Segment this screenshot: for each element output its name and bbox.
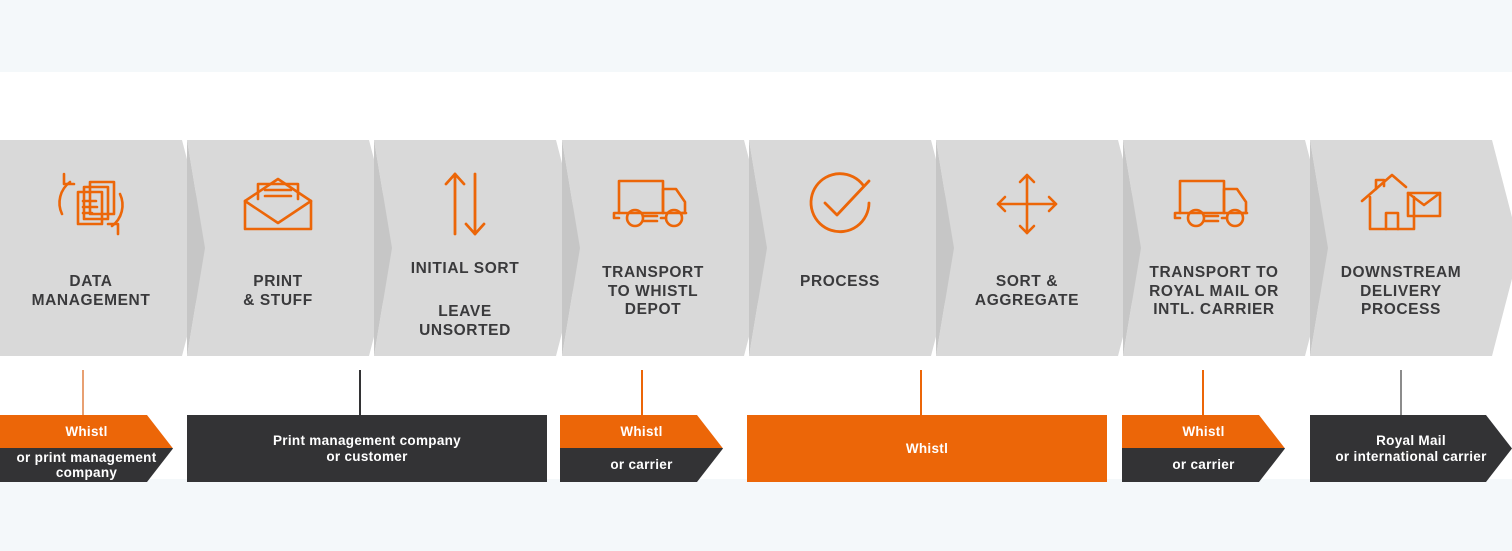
step-shape <box>562 140 772 356</box>
banner-party: Whistl <box>747 415 1107 482</box>
step-shape <box>0 140 210 356</box>
banner-primary-text: Whistl <box>1182 423 1225 439</box>
step-label: DATA MANAGEMENT <box>31 273 151 309</box>
banner-alternate-party: or carrier <box>560 448 723 482</box>
process-step-7[interactable]: TRANSPORT TO ROYAL MAIL OR INTL. CARRIER <box>1123 140 1333 356</box>
process-step-3[interactable]: INITIAL SORT LEAVE UNSORTED <box>374 140 584 356</box>
responsibility-banner-6[interactable]: Royal Mail or international carrier <box>1310 415 1512 482</box>
step-label: PROCESS <box>800 273 880 290</box>
banner-primary-party: Whistl <box>1122 415 1285 448</box>
process-step-4[interactable]: TRANSPORT TO WHISTL DEPOT <box>562 140 772 356</box>
step-label: TRANSPORT TO WHISTL DEPOT <box>602 264 704 318</box>
responsibility-banner-5[interactable]: Whistl or carrier <box>1122 415 1285 482</box>
banner-primary-text: Whistl <box>65 423 108 439</box>
process-step-5[interactable]: PROCESS <box>749 140 959 356</box>
banner-alternate-text: or carrier <box>1172 457 1235 473</box>
responsibility-banners-row: Whistl or print management company Print m… <box>0 415 1512 482</box>
responsibility-banner-3[interactable]: Whistl or carrier <box>560 415 723 482</box>
step-shape <box>374 140 584 356</box>
process-steps-row: DATA MANAGEMENT PRINT & STUFF INITIAL SO… <box>0 140 1512 356</box>
connector-tick-2 <box>359 370 361 415</box>
banner-alternate-text: or carrier <box>610 457 673 473</box>
step-shape <box>1310 140 1512 356</box>
process-step-6[interactable]: SORT & AGGREGATE <box>936 140 1146 356</box>
connector-tick-6 <box>1400 370 1402 415</box>
four-way-arrows-icon <box>936 166 1118 242</box>
banner-primary-party: Whistl <box>560 415 723 448</box>
delivery-truck-icon <box>562 166 744 242</box>
banner-party-text: Whistl <box>905 440 949 456</box>
step-label: PRINT & STUFF <box>243 273 313 309</box>
banner-party: Royal Mail or international carrier <box>1310 415 1512 482</box>
banner-alternate-text: or print management company <box>16 449 157 481</box>
process-step-2[interactable]: PRINT & STUFF <box>187 140 397 356</box>
responsibility-banner-2[interactable]: Print management company or customer <box>187 415 547 482</box>
step-label: INITIAL SORT <box>410 260 520 277</box>
connector-tick-1 <box>82 370 84 415</box>
banner-party: Print management company or customer <box>187 415 547 482</box>
step-label: DOWNSTREAM DELIVERY PROCESS <box>1340 264 1462 318</box>
connector-tick-5 <box>1202 370 1204 415</box>
banner-alternate-party: or print management company <box>0 448 173 482</box>
connector-tick-4 <box>920 370 922 415</box>
up-down-arrows-icon <box>374 166 556 242</box>
process-step-8[interactable]: DOWNSTREAM DELIVERY PROCESS <box>1310 140 1512 356</box>
banner-alternate-party: or carrier <box>1122 448 1285 482</box>
responsibility-banner-1[interactable]: Whistl or print management company <box>0 415 173 482</box>
banner-primary-text: Whistl <box>620 423 663 439</box>
responsibility-banner-4[interactable]: Whistl <box>747 415 1107 482</box>
banner-party-text: Print management company or customer <box>273 433 461 464</box>
check-circle-icon <box>749 166 931 242</box>
bottom-background-band <box>0 479 1512 551</box>
house-mail-icon <box>1310 166 1492 242</box>
step-label: SORT & AGGREGATE <box>974 273 1080 309</box>
step-label: TRANSPORT TO ROYAL MAIL OR INTL. CARRIER <box>1149 264 1279 318</box>
top-background-band <box>0 0 1512 72</box>
delivery-truck-icon <box>1123 166 1305 242</box>
connector-tick-3 <box>641 370 643 415</box>
process-step-1[interactable]: DATA MANAGEMENT <box>0 140 210 356</box>
banner-party-text: Royal Mail or international carrier <box>1335 433 1487 464</box>
banner-primary-party: Whistl <box>0 415 173 448</box>
step-sublabel: LEAVE UNSORTED <box>419 303 511 339</box>
step-shape <box>1123 140 1333 356</box>
step-shape <box>187 140 397 356</box>
step-shape <box>936 140 1146 356</box>
envelope-letter-icon <box>187 166 369 242</box>
documents-refresh-icon <box>0 166 182 242</box>
